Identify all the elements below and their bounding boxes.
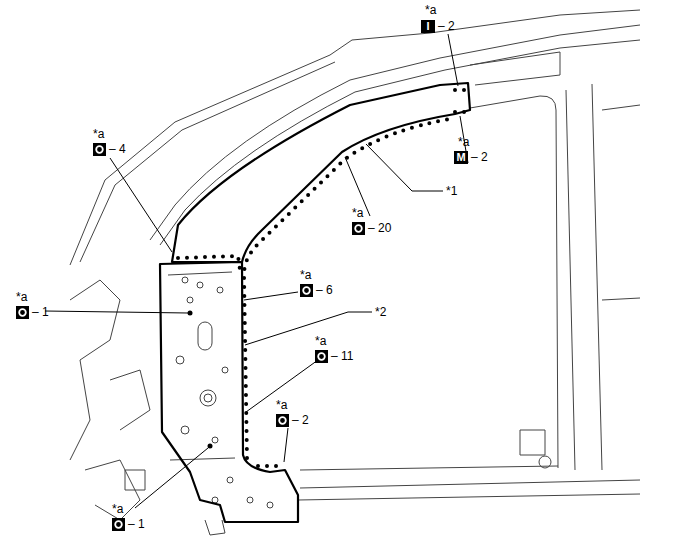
symbol-letter: M (454, 151, 468, 164)
callout-label: – 2 (292, 413, 309, 427)
callout-label: – 11 (331, 349, 353, 363)
callout-label: – 4 (109, 142, 126, 156)
callout-label: *2 (375, 305, 386, 319)
callout-label: *a (16, 290, 27, 304)
callout-label: – 2 (471, 150, 488, 164)
callout-label: *a (276, 398, 287, 412)
callout-label: *a (112, 502, 123, 516)
callout-label: *a (300, 268, 311, 282)
callout-label: – 6 (316, 283, 333, 297)
callout-label: *a (352, 206, 363, 220)
callout-label: – 2 (438, 19, 455, 33)
callout-label: – 1 (128, 517, 145, 531)
symbol-letter: I (421, 20, 435, 33)
callout-label: *a (458, 135, 469, 149)
callout-label: – 20 (368, 221, 391, 235)
callout-label: *a (93, 127, 104, 141)
callout-label: *a (425, 3, 436, 17)
callout-label: – 1 (32, 305, 49, 319)
callout-label: *1 (446, 184, 457, 198)
callout-label: *a (315, 334, 326, 348)
